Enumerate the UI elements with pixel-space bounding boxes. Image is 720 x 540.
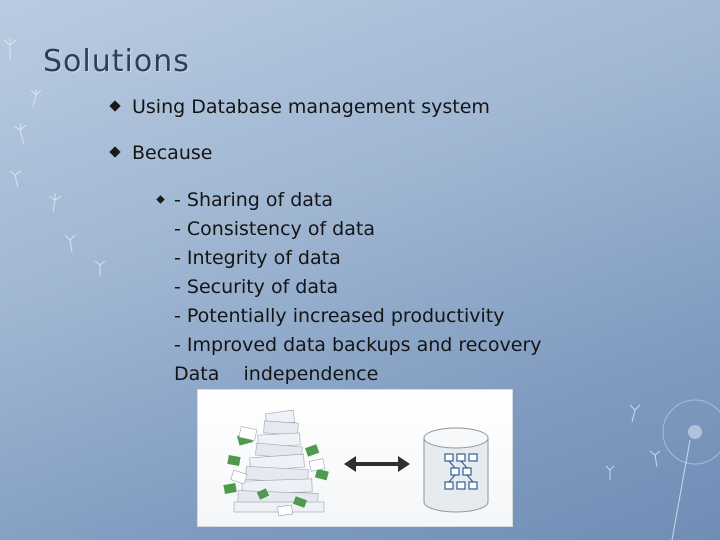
- double-arrow-icon: [344, 456, 410, 472]
- files-to-database-figure: [197, 389, 513, 527]
- reason-line: - Potentially increased productivity: [174, 305, 505, 327]
- square-bullet-icon: [109, 100, 121, 112]
- reason-line: - Integrity of data: [174, 247, 341, 269]
- paper-stack-icon: [223, 409, 329, 517]
- bullet-text: Because: [132, 142, 213, 164]
- reason-line: Data independence: [174, 363, 379, 385]
- square-bullet-icon: [109, 146, 121, 158]
- reason-lines: - Sharing of data - Consistency of data …: [174, 186, 542, 389]
- reason-line: - Consistency of data: [174, 218, 375, 240]
- database-cylinder-icon: [423, 427, 489, 513]
- square-bullet-icon: [156, 195, 165, 204]
- reason-line: - Improved data backups and recovery: [174, 334, 542, 356]
- bullet-text: Using Database management system: [132, 96, 490, 118]
- slide-title: Solutions: [43, 44, 190, 79]
- reason-line: - Sharing of data: [174, 189, 334, 211]
- reason-line: - Security of data: [174, 276, 339, 298]
